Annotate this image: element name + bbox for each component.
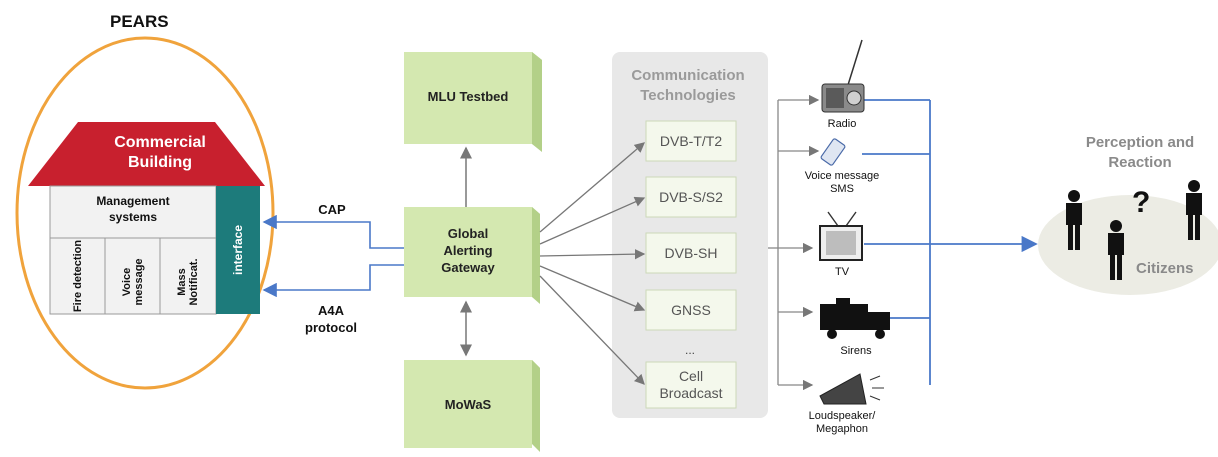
perception-title: Perception and Reaction [1060,133,1218,173]
loudspeaker-label: Loudspeaker/ Megaphon [792,410,892,436]
building-title: Commercial Building [60,133,260,173]
citizens-ellipse [1038,195,1218,295]
tech-title-line1: Communication [631,67,745,84]
tech-ellipsis: ... [684,343,695,357]
sms-line2: SMS [830,183,854,195]
interface-label: interface [231,224,245,276]
gateway-line2: Alerting [443,243,493,258]
perception-line1: Perception and [1085,134,1195,151]
a4a-line2: protocol [305,320,357,335]
management-systems-label: Management systems [50,193,216,225]
building-title-line2: Building [128,154,192,171]
pears-title: PEARS [110,12,169,31]
tech-title: Communication Technologies [612,66,764,106]
mlu-testbed-label: MLU Testbed [427,89,509,104]
radio-label: Radio [827,118,857,130]
mass-notification-label: Mass Notificat. [176,258,200,306]
tech-item-gnss: GNSS [671,302,711,318]
tech-box-dvbs [645,176,737,218]
perception-line2: Reaction [1108,154,1172,171]
tech-item-cell: Cell Broadcast [646,368,736,402]
tv-label: TV [834,266,850,278]
gateway-to-tech-arrows [539,142,646,385]
tech-box-dvbsh [645,232,737,274]
a4a-line1: A4A [317,303,344,318]
interface-block [216,186,260,314]
citizens-label: Citizens [1136,260,1194,277]
building-title-line1: Commercial [114,134,206,151]
tech-box-cell [645,361,737,409]
person-icon [1066,190,1082,250]
siren-truck-icon [820,298,890,339]
tech-to-channel-arrows [768,94,820,391]
voice-message-label: Voice message [121,258,145,306]
cap-link [262,214,405,249]
building-body [49,185,217,315]
mowas-label: MoWaS [444,397,492,412]
gateway-cube [404,207,540,304]
mgmt-line2: systems [108,210,158,224]
mlu-testbed-cube [404,52,542,152]
sirens-label: Sirens [840,345,872,357]
tech-title-line2: Technologies [640,87,736,104]
a4a-label: A4A protocol [296,302,366,336]
person-icon [1108,220,1124,280]
gateway-line3: Gateway [441,260,495,275]
cell-line1: Cell [678,368,704,384]
tech-box-dvbt [645,120,737,162]
tech-item-dvbs: DVB-S/S2 [659,189,723,205]
building-roof [28,122,265,186]
gateway-label: Global Alerting Gateway [404,225,532,276]
megaphone-icon [819,373,884,405]
loud-line2: Megaphon [816,423,868,435]
question-mark: ? [1132,186,1151,219]
mowas-cube [404,360,540,452]
mgmt-line1: Management [96,194,170,208]
a4a-link [262,264,405,298]
channel-to-citizens-lines [862,99,1038,385]
gateway-line1: Global [447,226,489,241]
sms-line1: Voice message [804,170,880,182]
sms-label: Voice message SMS [792,170,892,196]
cap-label: CAP [318,202,346,217]
tech-item-dvbt: DVB-T/T2 [659,133,723,149]
loud-line1: Loudspeaker/ [808,410,876,422]
tv-icon [819,211,863,261]
person-icon [1186,180,1202,240]
tech-item-dvbsh: DVB-SH [664,245,718,261]
fire-detection-label: Fire detection [72,239,84,313]
tech-box-gnss [645,289,737,331]
cell-line2: Broadcast [659,385,723,401]
phone-icon [820,138,846,166]
radio-icon [821,39,865,113]
